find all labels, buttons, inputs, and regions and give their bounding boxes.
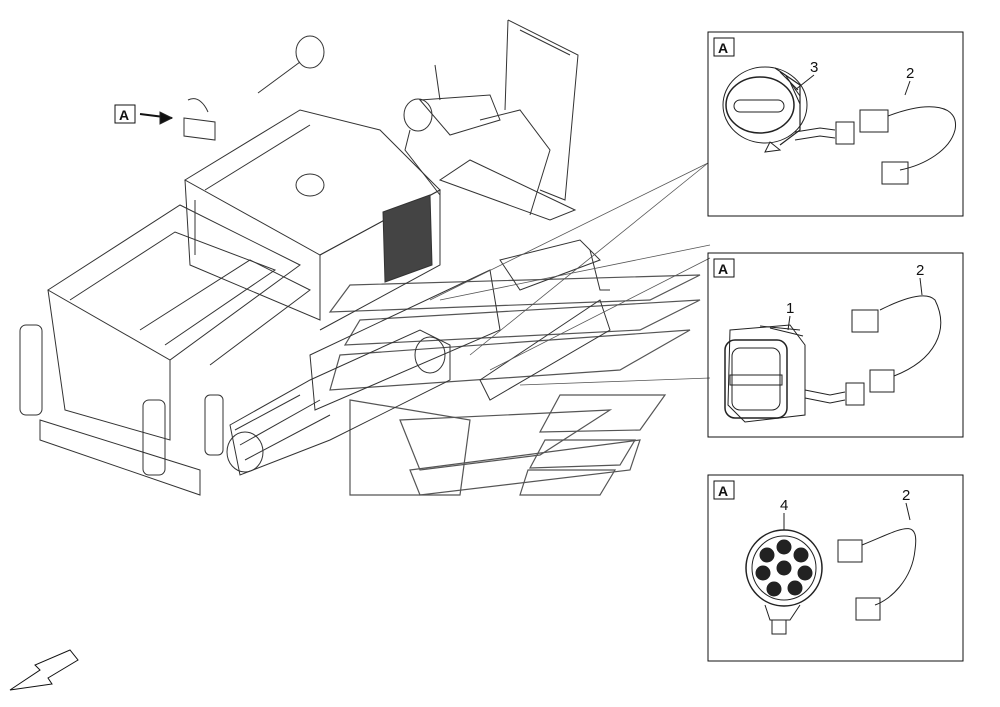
panel-1-light-part-number: 3 xyxy=(810,59,818,76)
panel-1-tag: A xyxy=(718,40,728,56)
callout-arrow xyxy=(114,104,174,125)
panel-2-harness-part-number: 2 xyxy=(916,262,924,279)
wiring-harness-icon xyxy=(794,106,957,185)
panel-3-light-part-number: 4 xyxy=(780,497,788,514)
direction-arrow xyxy=(9,649,79,691)
wiring-harness-icon xyxy=(837,528,917,621)
machine-illustration xyxy=(19,19,611,496)
panel-3-harness-part-number: 2 xyxy=(902,487,910,504)
panel-2-tag: A xyxy=(718,261,728,277)
detail-panel-2 xyxy=(707,252,964,438)
watermark-logo xyxy=(328,274,701,496)
panel-2-light-part-number: 1 xyxy=(786,300,794,317)
callout-tag: A xyxy=(119,107,129,123)
wiring-harness-icon xyxy=(804,295,942,406)
detail-panel-3 xyxy=(707,474,964,662)
detail-panel-1 xyxy=(707,31,964,217)
round-led-work-light-icon xyxy=(745,529,823,635)
leader-lines xyxy=(429,162,711,386)
oval-work-light-icon xyxy=(722,66,808,153)
square-work-light-icon xyxy=(724,324,806,423)
panel-3-tag: A xyxy=(718,483,728,499)
panel-1-harness-part-number: 2 xyxy=(906,65,914,82)
